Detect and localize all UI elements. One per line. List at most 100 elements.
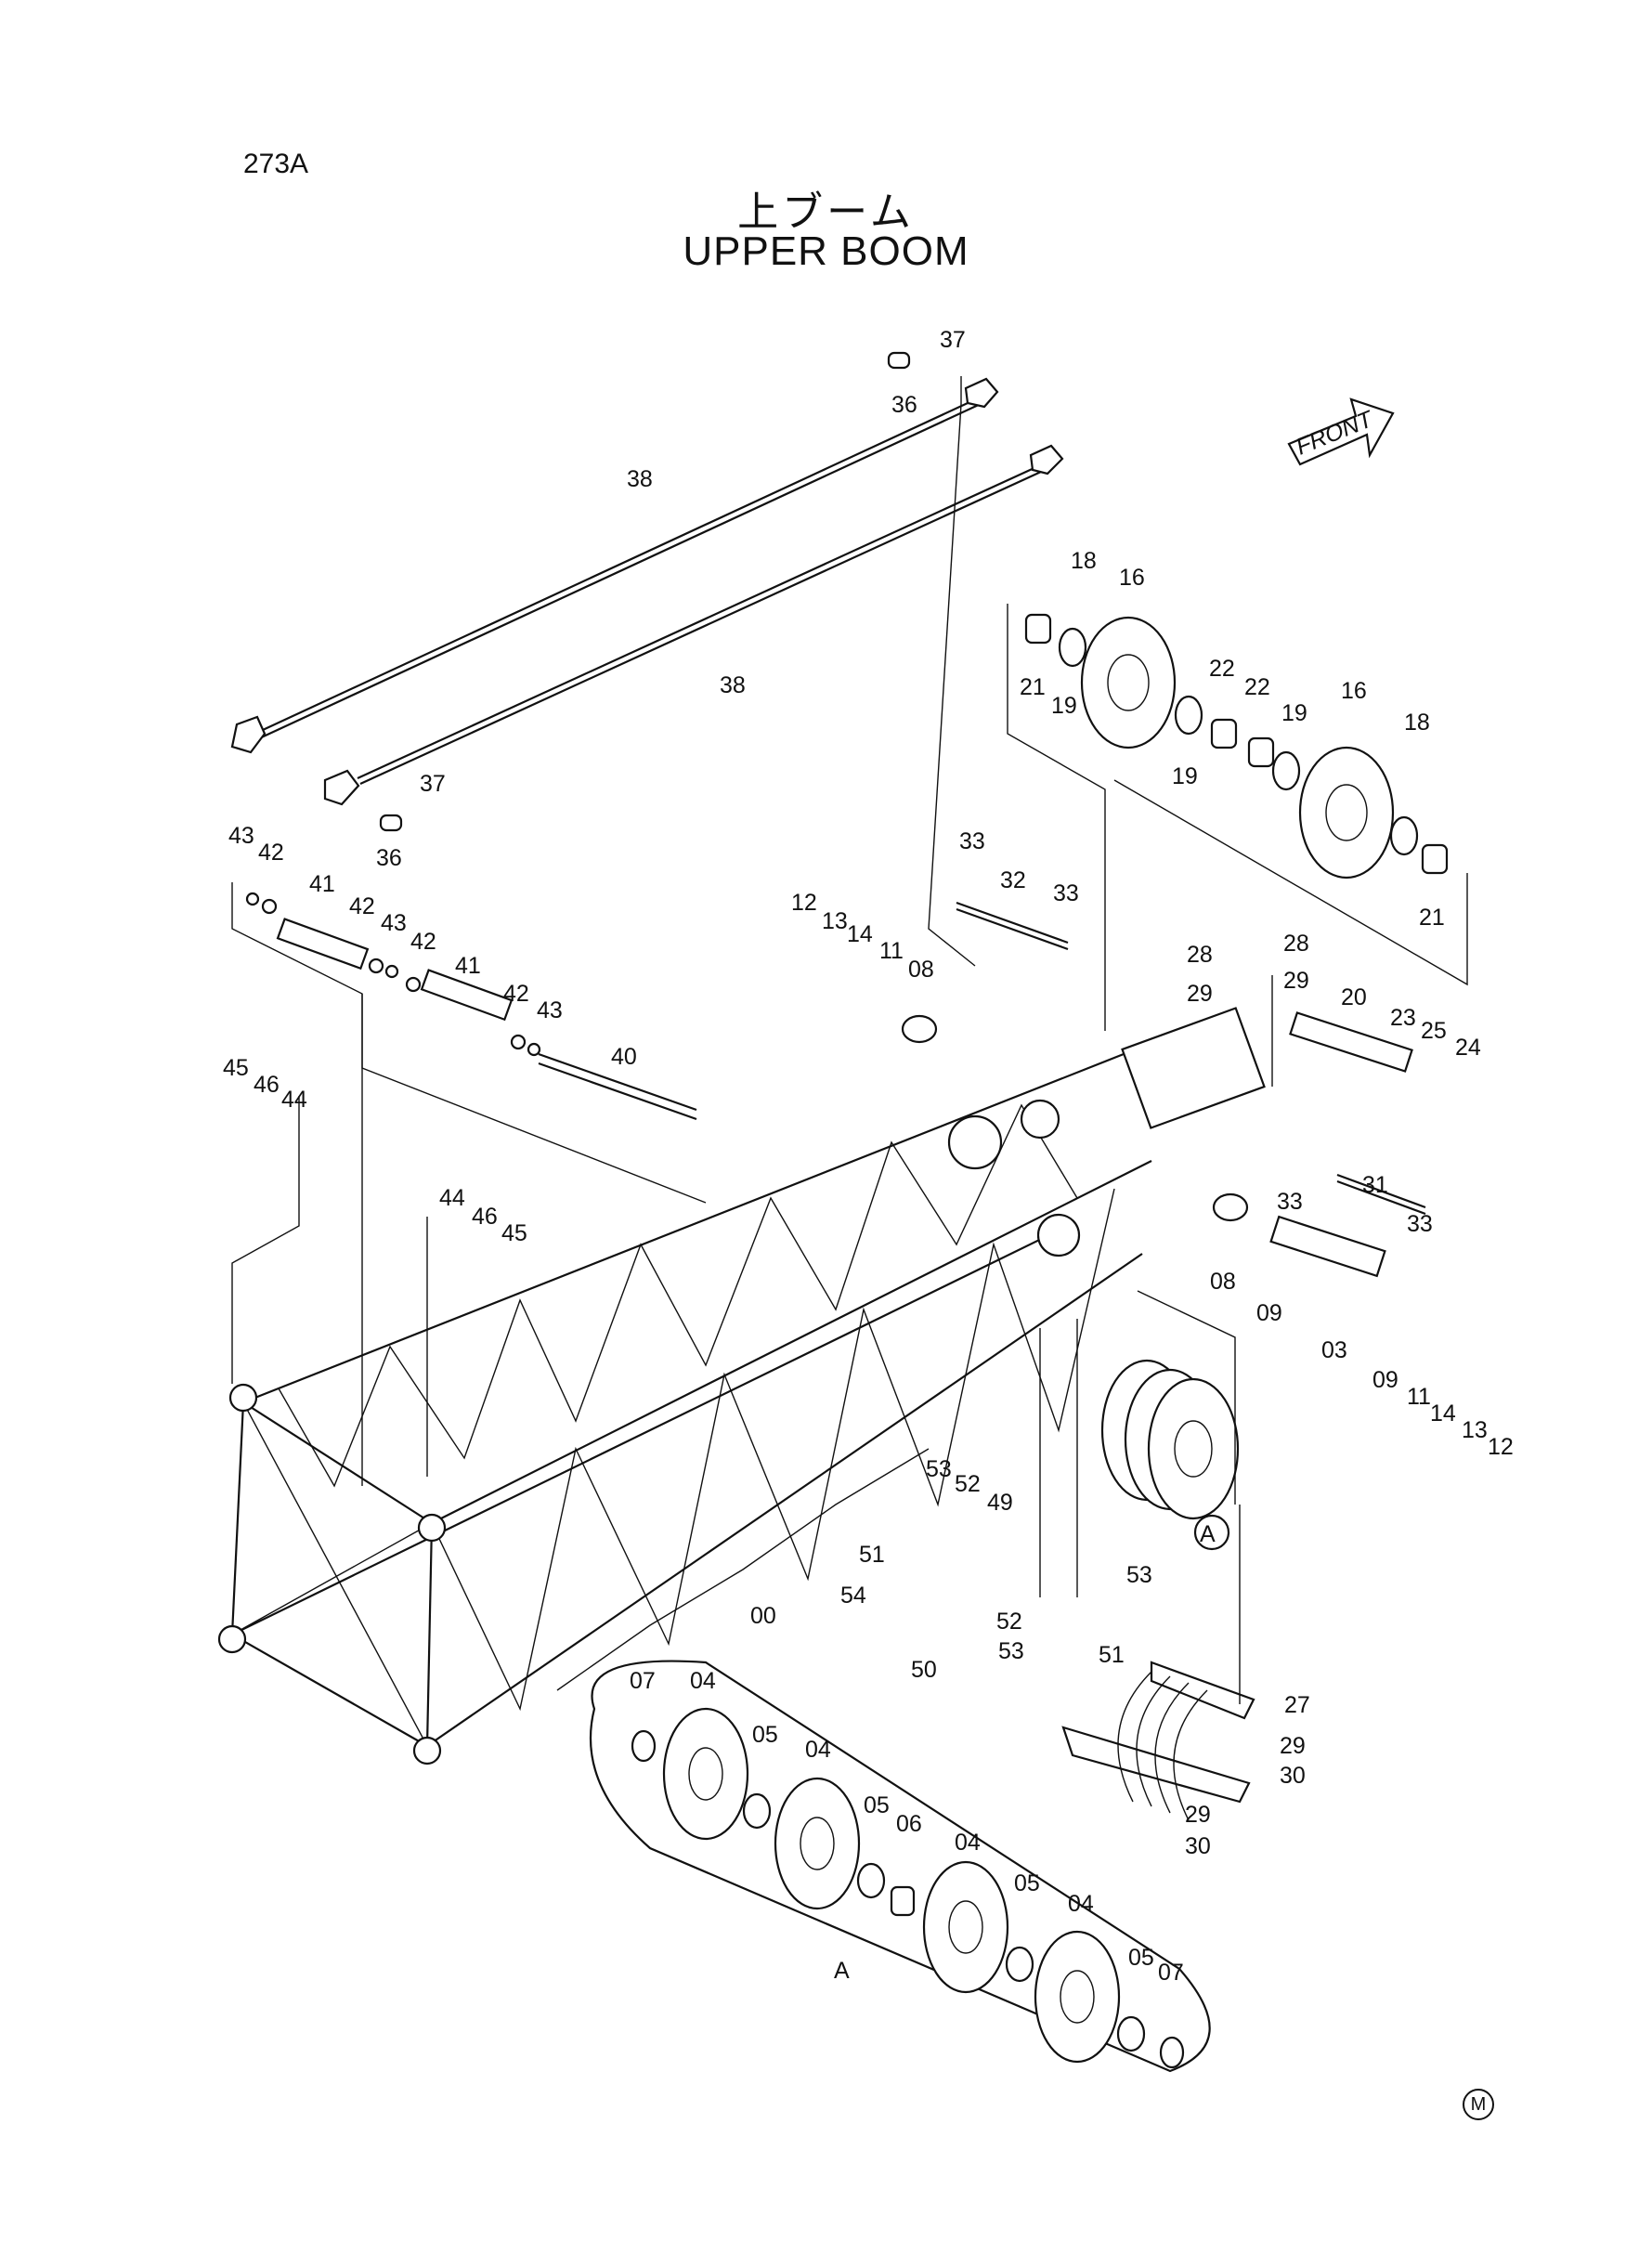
- front-arrow-label: FRONT: [1293, 406, 1378, 461]
- part-label: 33: [959, 828, 985, 854]
- part-label: 33: [1053, 880, 1079, 906]
- part-label: 37: [940, 327, 966, 353]
- part-label: 12: [791, 890, 817, 916]
- part-label: A: [834, 1958, 850, 1984]
- part-label: 43: [381, 910, 407, 936]
- part-label: 42: [410, 929, 436, 955]
- part-label: 13: [822, 908, 848, 934]
- part-label: 20: [1341, 984, 1367, 1010]
- part-label: 52: [996, 1609, 1022, 1635]
- part-label: 32: [1000, 867, 1026, 893]
- part-label: 19: [1281, 700, 1307, 726]
- part-label: 04: [955, 1830, 981, 1856]
- part-label: 46: [472, 1204, 498, 1230]
- part-label: 42: [349, 893, 375, 919]
- part-label: 30: [1280, 1763, 1306, 1789]
- part-label: 28: [1187, 942, 1213, 968]
- page-number: 273A: [243, 149, 309, 179]
- part-label: 45: [223, 1055, 249, 1081]
- part-label: 51: [859, 1542, 885, 1568]
- part-label: 36: [376, 845, 402, 871]
- part-label: 18: [1404, 710, 1430, 736]
- part-label: 45: [501, 1220, 527, 1246]
- boom-lattice-frame: [217, 1007, 1266, 1765]
- rope-guard-bracket: [1061, 1661, 1255, 1821]
- part-label: 53: [998, 1638, 1024, 1664]
- part-label: 00: [750, 1603, 776, 1629]
- corner-mark: M: [1463, 2089, 1494, 2120]
- part-label: 36: [891, 392, 917, 418]
- part-label: 21: [1419, 905, 1445, 931]
- part-label: 03: [1321, 1337, 1347, 1363]
- upper-sheaves: [1024, 613, 1449, 879]
- part-label: 41: [309, 871, 335, 897]
- part-label: 09: [1372, 1367, 1398, 1393]
- part-label: 53: [1126, 1562, 1152, 1588]
- part-label: 33: [1407, 1211, 1433, 1237]
- part-label: 46: [254, 1072, 280, 1098]
- part-label: 14: [1430, 1401, 1456, 1427]
- part-label: 28: [1283, 931, 1309, 957]
- part-label: 30: [1185, 1833, 1211, 1859]
- part-label: 16: [1119, 565, 1145, 591]
- part-label: 08: [908, 957, 934, 983]
- part-label: 04: [805, 1737, 831, 1763]
- part-label: 08: [1210, 1269, 1236, 1295]
- part-label: 37: [420, 771, 446, 797]
- part-label: 44: [439, 1185, 465, 1211]
- part-label: A: [1200, 1521, 1216, 1547]
- pins-left: [245, 892, 697, 1121]
- tie-rods: [230, 351, 1064, 832]
- part-label: 42: [258, 840, 284, 866]
- part-label: 52: [955, 1471, 981, 1497]
- part-label: 31: [1362, 1172, 1388, 1198]
- part-label: 18: [1071, 548, 1097, 574]
- part-label: 27: [1284, 1692, 1310, 1718]
- part-label: 44: [281, 1087, 307, 1113]
- part-label: 33: [1277, 1189, 1303, 1215]
- part-label: 22: [1244, 674, 1270, 700]
- part-label: 23: [1390, 1005, 1416, 1031]
- part-label: 25: [1421, 1018, 1447, 1044]
- part-label: 16: [1341, 678, 1367, 704]
- part-label: 43: [228, 823, 254, 849]
- part-label: 49: [987, 1490, 1013, 1516]
- part-label: 04: [1068, 1891, 1094, 1917]
- part-label: 11: [879, 938, 904, 964]
- front-arrow-icon: FRONT: [1287, 397, 1395, 466]
- assembly-leader-lines: [231, 376, 1468, 1704]
- part-label: 50: [911, 1657, 937, 1683]
- part-label: 41: [455, 953, 481, 979]
- part-label: 22: [1209, 656, 1235, 682]
- shafts-right: [901, 901, 1426, 1278]
- part-label: 42: [503, 981, 529, 1007]
- part-label: 53: [926, 1456, 952, 1482]
- part-label: 51: [1099, 1642, 1125, 1668]
- part-label: 13: [1462, 1417, 1488, 1443]
- part-label: 09: [1256, 1300, 1282, 1326]
- part-label: 29: [1283, 968, 1309, 994]
- title-english: UPPER BOOM: [683, 228, 969, 274]
- part-label: 38: [627, 466, 653, 492]
- detail-a-exploded: [589, 1660, 1211, 2073]
- part-label: 07: [1158, 1960, 1184, 1986]
- part-label: 05: [864, 1792, 890, 1818]
- part-label: 40: [611, 1044, 637, 1070]
- part-label: 43: [537, 997, 563, 1023]
- part-label: 05: [752, 1722, 778, 1748]
- part-label: 07: [630, 1668, 656, 1694]
- part-label: 38: [720, 672, 746, 698]
- part-label: 05: [1128, 1945, 1154, 1971]
- part-label: 06: [896, 1811, 922, 1837]
- part-label: 21: [1020, 674, 1046, 700]
- part-label: 12: [1488, 1434, 1514, 1460]
- part-label: 04: [690, 1668, 716, 1694]
- part-label: 19: [1172, 763, 1198, 789]
- part-label: 29: [1187, 981, 1213, 1007]
- part-label: 29: [1280, 1733, 1306, 1759]
- part-label: 05: [1014, 1870, 1040, 1896]
- part-labels: 37 36 38 38 37 36 18 16 21 19 22 22 19 1…: [223, 327, 1514, 1986]
- part-label: 19: [1051, 693, 1077, 719]
- part-label: 14: [847, 921, 873, 947]
